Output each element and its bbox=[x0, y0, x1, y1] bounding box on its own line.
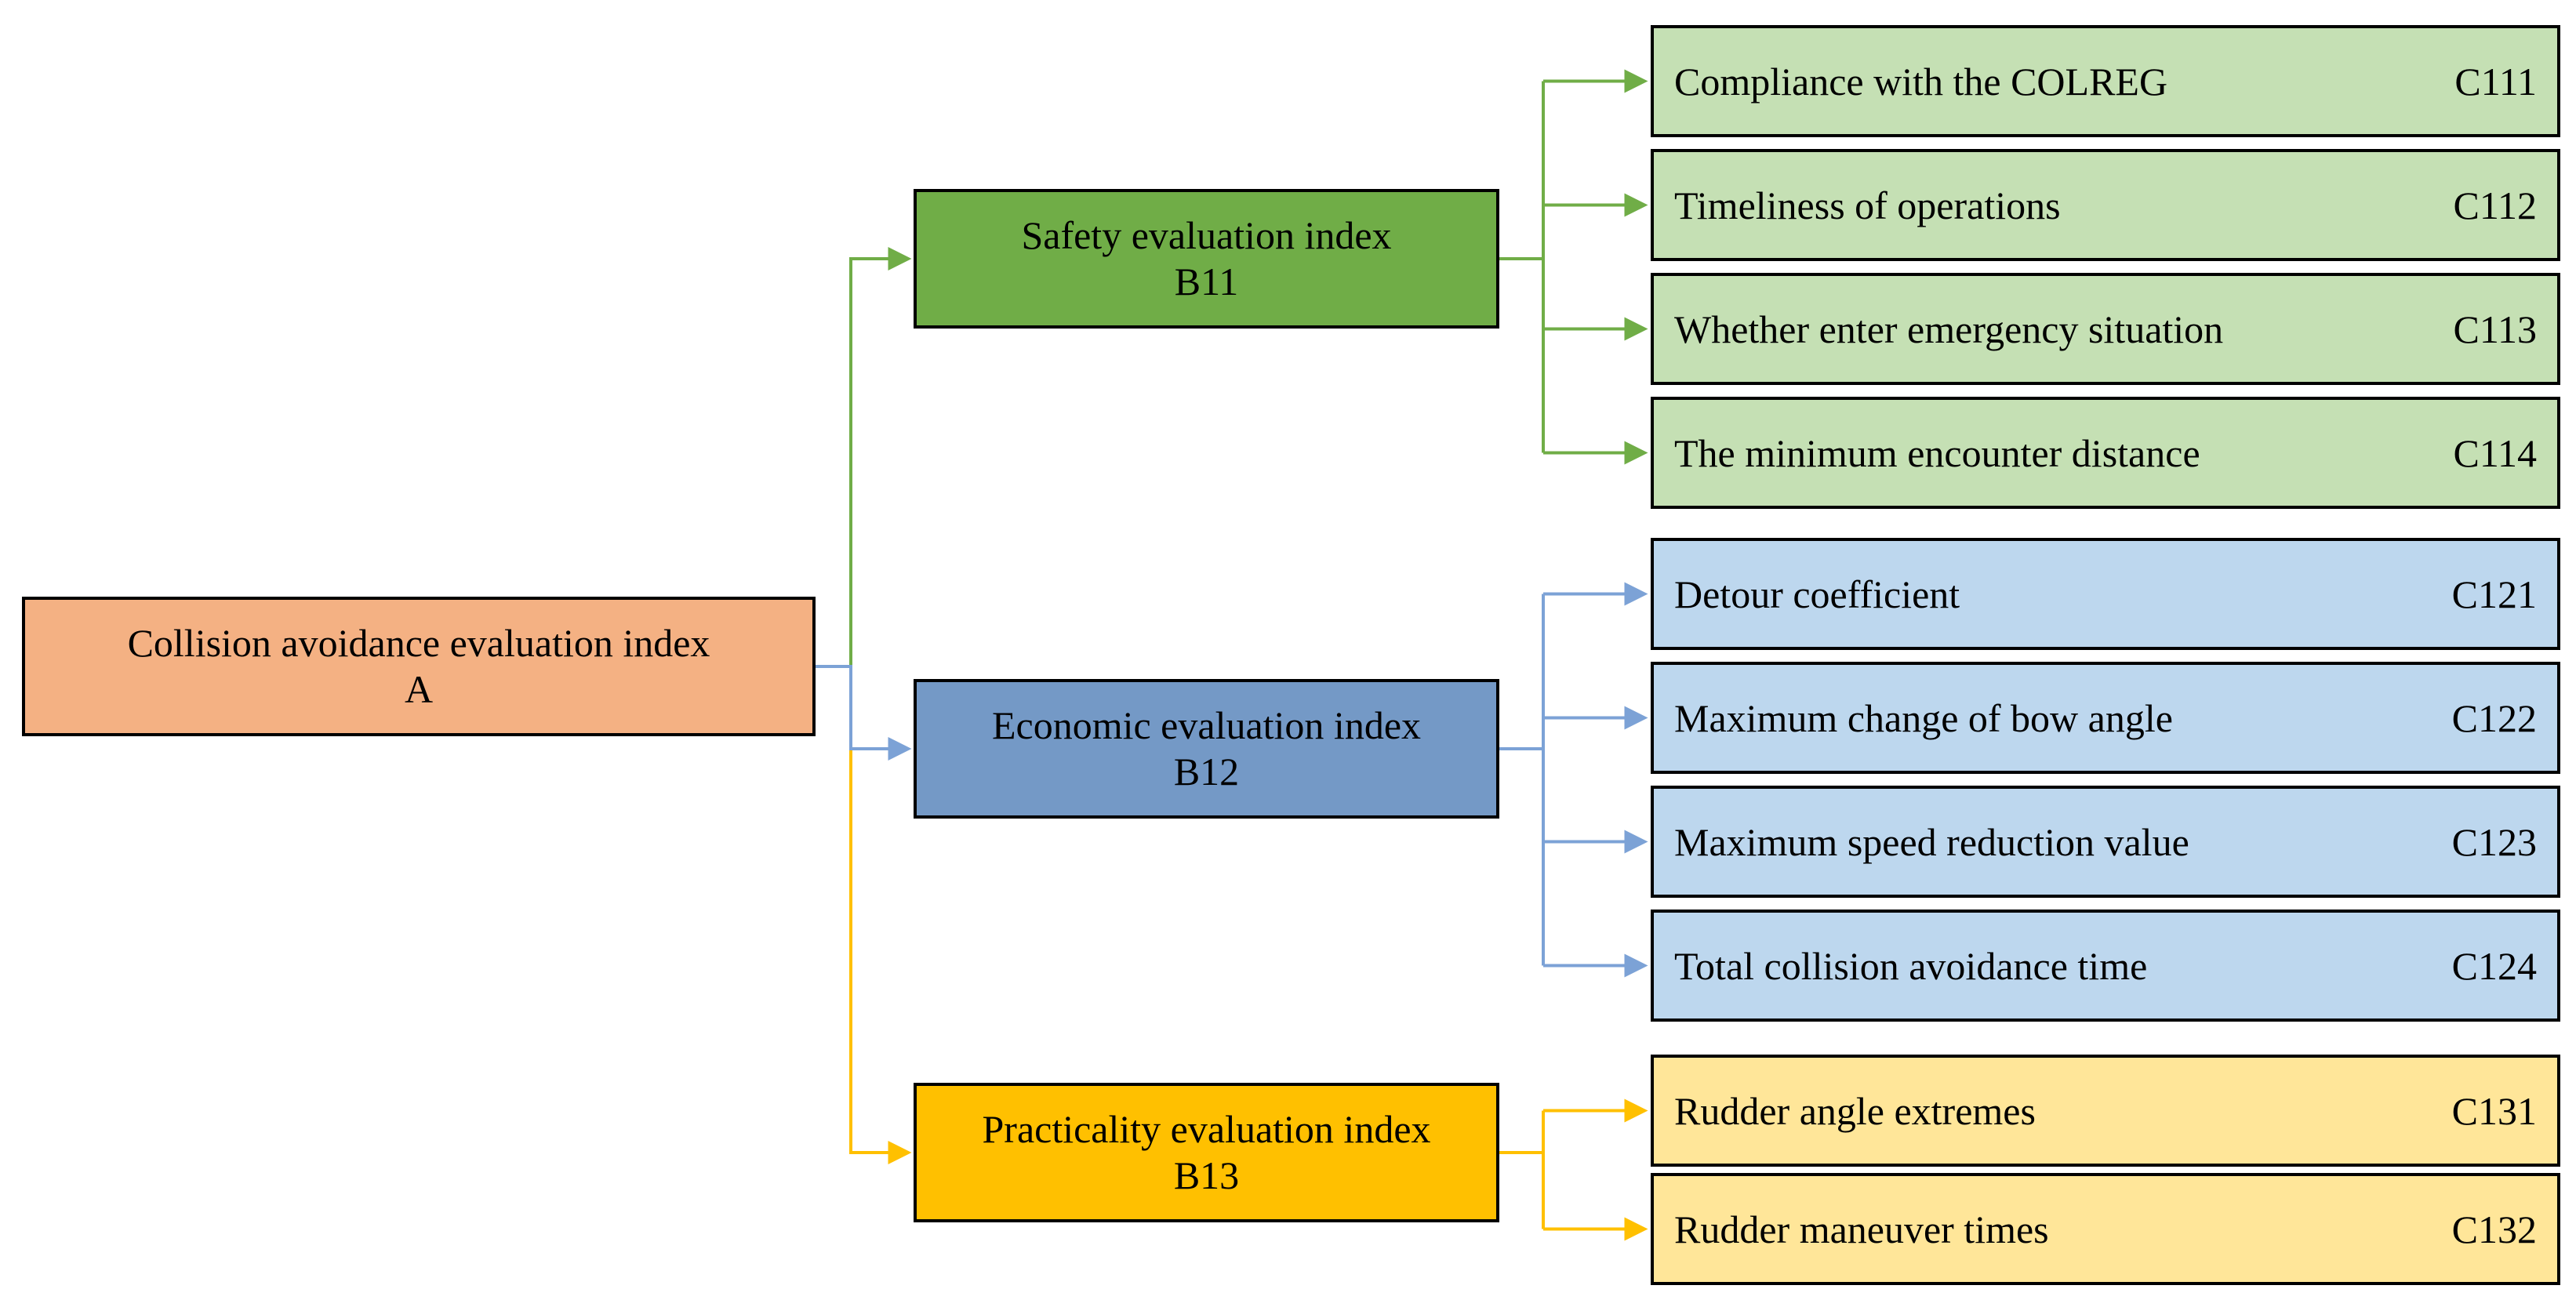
connector-root-to-b12 bbox=[849, 665, 912, 761]
branch-node-b12: Economic evaluation index B12 bbox=[914, 679, 1499, 819]
leaf-node-c111: Compliance with the COLREG C111 bbox=[1651, 25, 2560, 137]
leaf-node-c123: Maximum speed reduction value C123 bbox=[1651, 786, 2560, 898]
leaf-node-c121: Detour coefficient C121 bbox=[1651, 538, 2560, 650]
leaf-code: C132 bbox=[2451, 1207, 2537, 1251]
branch-node-code: B11 bbox=[1174, 260, 1239, 303]
root-node-label: Collision avoidance evaluation index bbox=[127, 621, 710, 665]
branch-node-b11: Safety evaluation index B11 bbox=[914, 189, 1499, 329]
leaf-label: Compliance with the COLREG bbox=[1674, 59, 2168, 103]
leaf-label: Maximum speed reduction value bbox=[1674, 819, 2189, 864]
connector-root-to-b11 bbox=[849, 247, 912, 666]
leaf-code: C121 bbox=[2451, 572, 2537, 616]
leaf-code: C122 bbox=[2451, 695, 2537, 740]
leaf-node-c131: Rudder angle extremes C131 bbox=[1651, 1055, 2560, 1167]
leaf-label: The minimum encounter distance bbox=[1674, 430, 2200, 475]
leaf-label: Timeliness of operations bbox=[1674, 183, 2061, 227]
root-node-code: A bbox=[404, 667, 434, 711]
leaf-label: Whether enter emergency situation bbox=[1674, 307, 2224, 351]
branch-node-label: Economic evaluation index bbox=[991, 703, 1422, 747]
branch-node-label: Safety evaluation index bbox=[1021, 213, 1392, 257]
leaf-node-c113: Whether enter emergency situation C113 bbox=[1651, 273, 2560, 385]
leaf-code: C112 bbox=[2453, 183, 2538, 227]
leaf-node-c114: The minimum encounter distance C114 bbox=[1651, 397, 2560, 509]
branch-node-code: B12 bbox=[1173, 750, 1240, 793]
leaf-code: C123 bbox=[2451, 819, 2537, 864]
root-node-a: Collision avoidance evaluation index A bbox=[22, 597, 816, 736]
leaf-code: C111 bbox=[2454, 59, 2537, 103]
leaf-node-c124: Total collision avoidance time C124 bbox=[1651, 910, 2560, 1022]
branch-node-b13: Practicality evaluation index B13 bbox=[914, 1083, 1499, 1222]
leaf-node-c122: Maximum change of bow angle C122 bbox=[1651, 662, 2560, 774]
leaf-label: Rudder maneuver times bbox=[1674, 1207, 2049, 1251]
leaf-code: C114 bbox=[2453, 430, 2538, 475]
branch-node-code: B13 bbox=[1173, 1153, 1240, 1197]
leaf-node-c132: Rudder maneuver times C132 bbox=[1651, 1173, 2560, 1285]
leaf-node-c112: Timeliness of operations C112 bbox=[1651, 149, 2560, 261]
leaf-label: Rudder angle extremes bbox=[1674, 1088, 2036, 1133]
leaf-code: C113 bbox=[2453, 307, 2538, 351]
leaf-label: Detour coefficient bbox=[1674, 572, 1960, 616]
leaf-code: C131 bbox=[2451, 1088, 2537, 1133]
leaf-label: Maximum change of bow angle bbox=[1674, 695, 2173, 740]
branch-node-label: Practicality evaluation index bbox=[982, 1107, 1431, 1151]
connector-root-to-b13 bbox=[849, 750, 912, 1164]
leaf-label: Total collision avoidance time bbox=[1674, 943, 2148, 988]
leaf-code: C124 bbox=[2451, 943, 2537, 988]
